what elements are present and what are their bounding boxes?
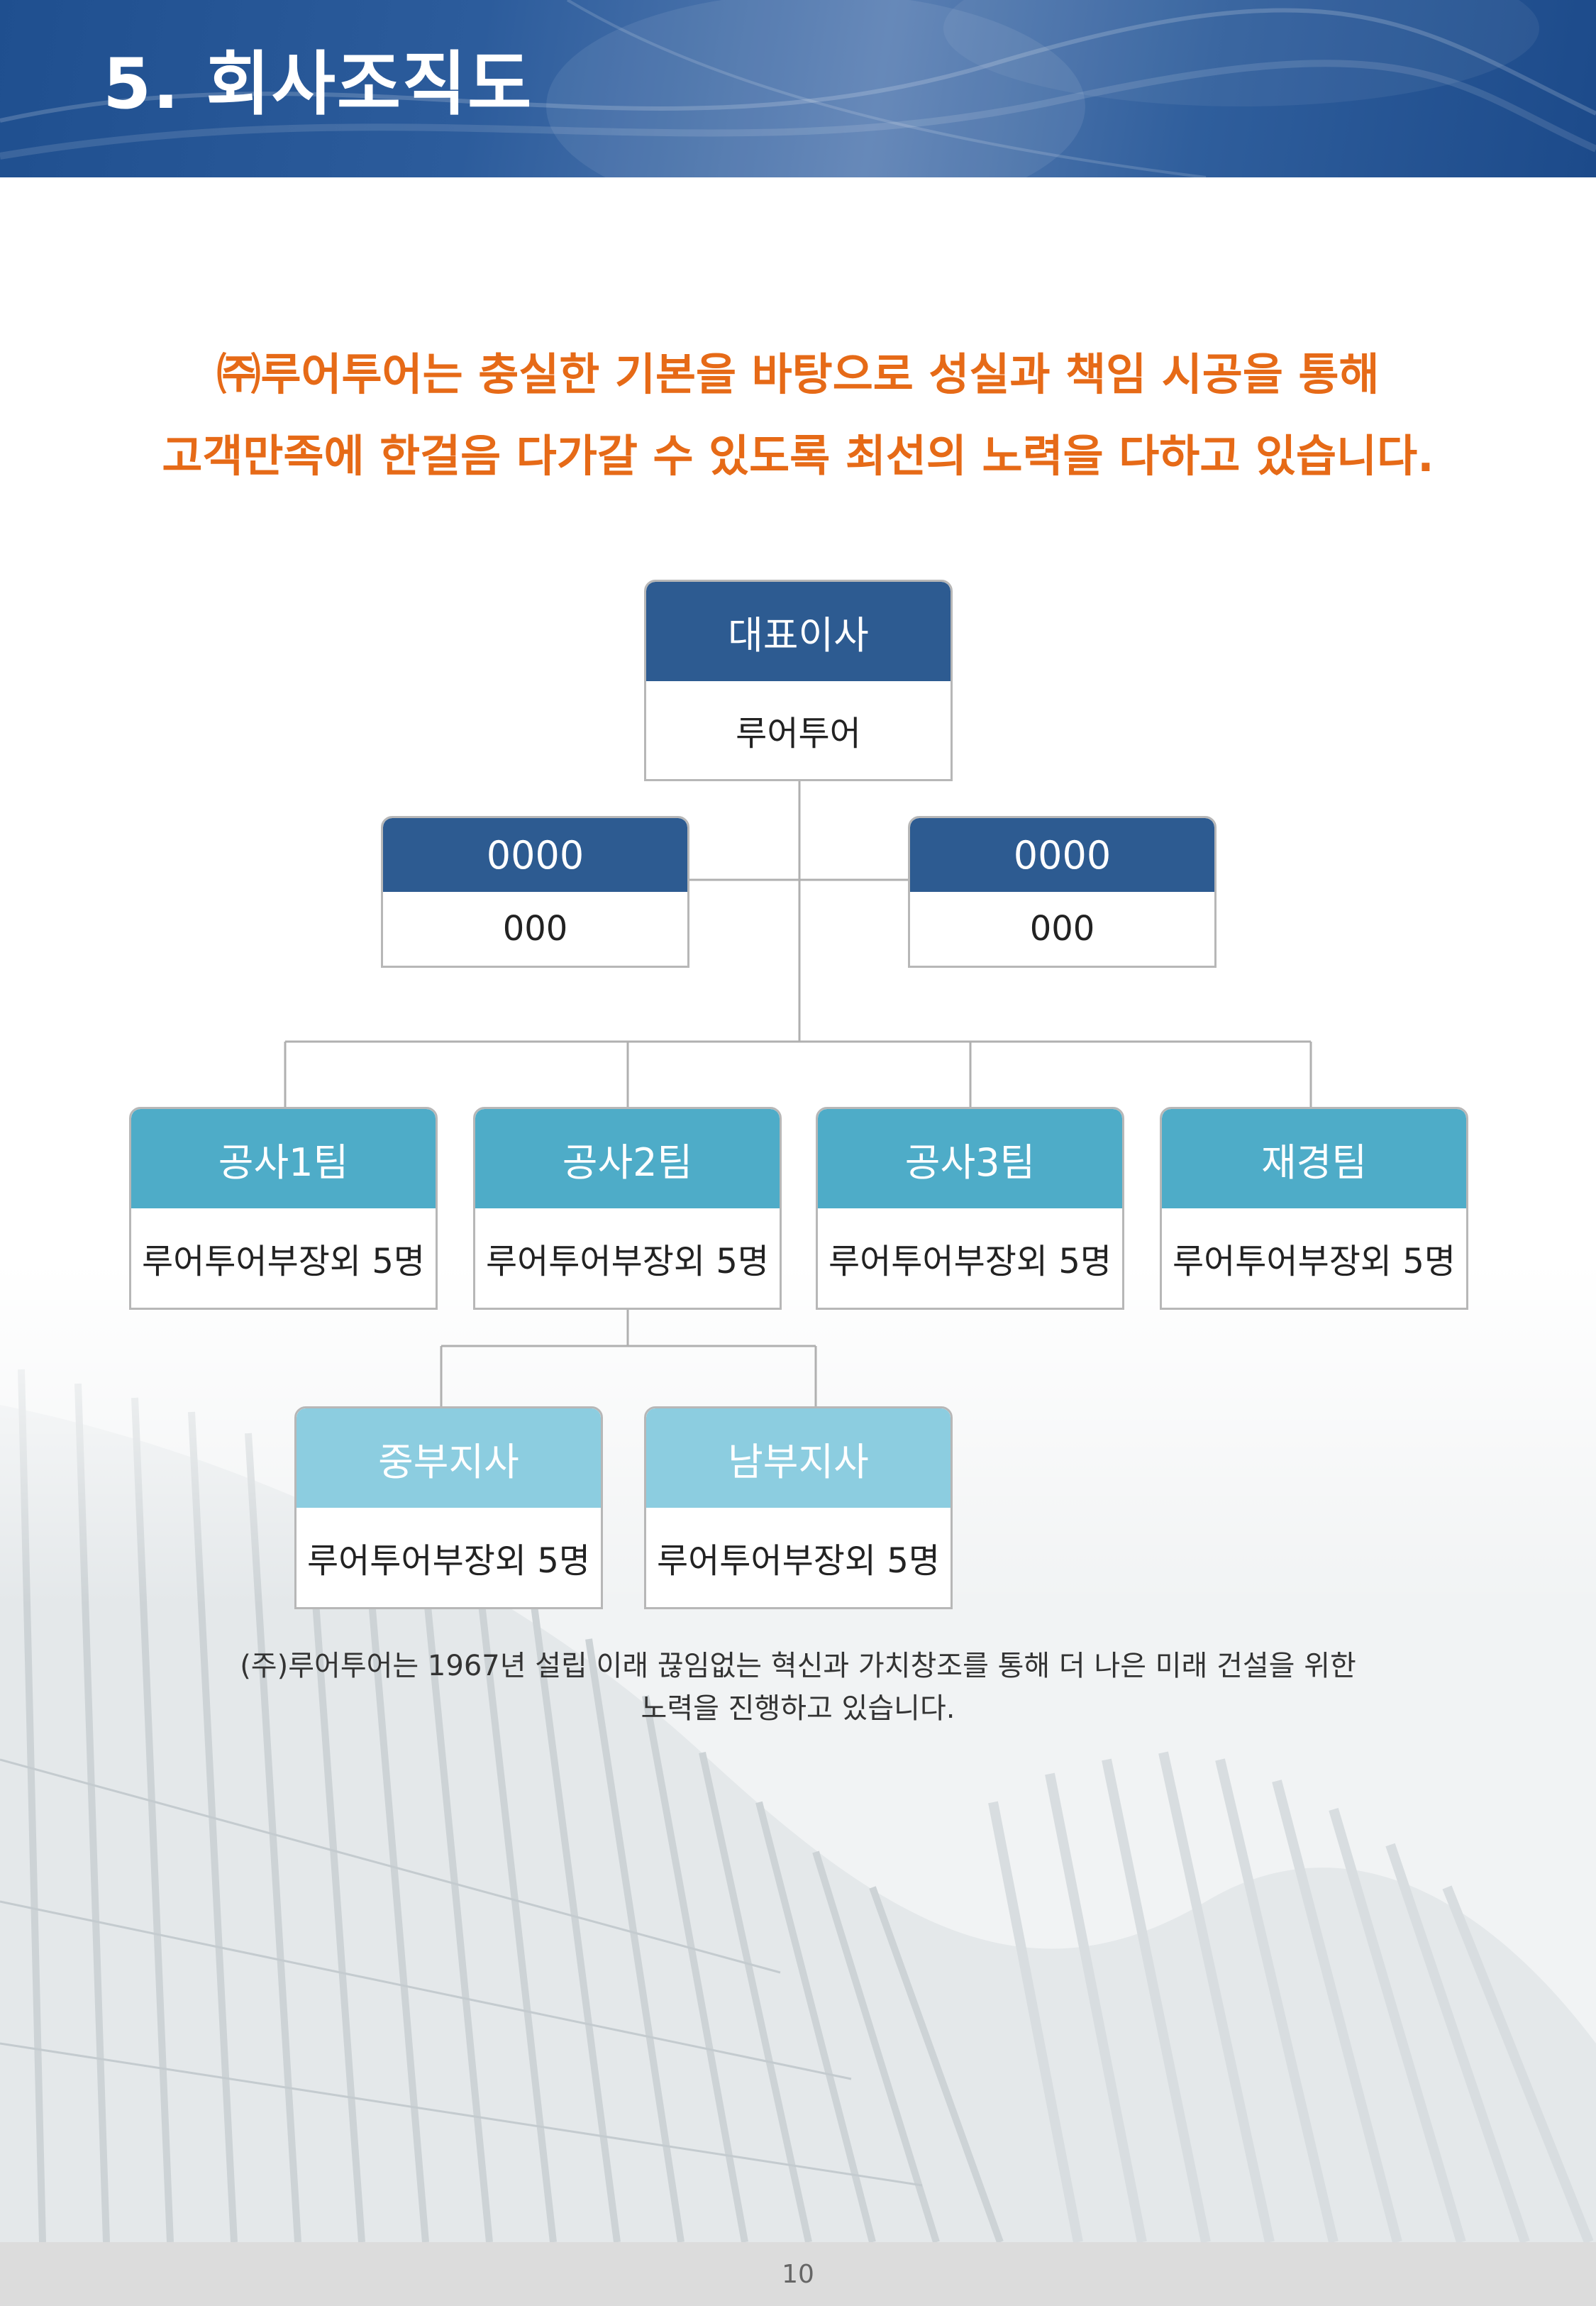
org-node-title: 대표이사 [646,582,951,681]
caption-line-2: 노력을 진행하고 있습니다. [641,1692,955,1725]
org-node-ceo: 대표이사 루어투어 [644,580,953,781]
org-node-members: 루어투어부장외 5명 [475,1208,780,1308]
org-node-members: 루어투어부장외 5명 [1162,1208,1466,1308]
intro-line-2: 고객만족에 한걸음 다가갈 수 있도록 최선의 노력을 다하고 있습니다. [162,430,1434,482]
intro-text: ㈜루어투어는 충실한 기본을 바탕으로 성실과 책임 시공을 통해 고객만족에 … [0,333,1596,497]
page-footer: 10 [0,2242,1596,2306]
org-node-team-finance: 재경팀 루어투어부장외 5명 [1160,1107,1468,1310]
org-node-title: 남부지사 [646,1408,951,1508]
header-wave-decoration [0,0,1596,177]
org-node-name: 루어투어 [646,681,951,779]
org-node-team-3: 공사3팀 루어투어부장외 5명 [816,1107,1124,1310]
header-banner: 5. 회사조직도 [0,0,1596,177]
org-node-name: 000 [383,892,687,966]
org-node-branch-central: 중부지사 루어투어부장외 5명 [294,1406,603,1609]
org-node-members: 루어투어부장외 5명 [131,1208,436,1308]
org-node-advisor-right: 0000 000 [908,816,1217,968]
org-node-name: 000 [910,892,1214,966]
org-node-title: 중부지사 [297,1408,601,1508]
org-node-title: 공사2팀 [475,1109,780,1208]
org-node-team-2: 공사2팀 루어투어부장외 5명 [473,1107,782,1310]
org-node-title: 공사3팀 [818,1109,1122,1208]
page-number: 10 [782,2259,814,2289]
org-node-advisor-left: 0000 000 [381,816,689,968]
org-node-title: 재경팀 [1162,1109,1466,1208]
org-node-title: 0000 [910,818,1214,892]
intro-line-1: ㈜루어투어는 충실한 기본을 바탕으로 성실과 책임 시공을 통해 [216,348,1380,400]
org-node-branch-south: 남부지사 루어투어부장외 5명 [644,1406,953,1609]
caption-line-1: (주)루어투어는 1967년 설립 이래 끊임없는 혁신과 가치창조를 통해 더… [240,1650,1356,1682]
page-title: 5. 회사조직도 [103,44,533,125]
caption-text: (주)루어투어는 1967년 설립 이래 끊임없는 혁신과 가치창조를 통해 더… [0,1645,1596,1730]
org-node-title: 0000 [383,818,687,892]
org-node-members: 루어투어부장외 5명 [818,1208,1122,1308]
org-node-team-1: 공사1팀 루어투어부장외 5명 [129,1107,438,1310]
org-node-members: 루어투어부장외 5명 [297,1508,601,1607]
org-node-title: 공사1팀 [131,1109,436,1208]
org-node-members: 루어투어부장외 5명 [646,1508,951,1607]
